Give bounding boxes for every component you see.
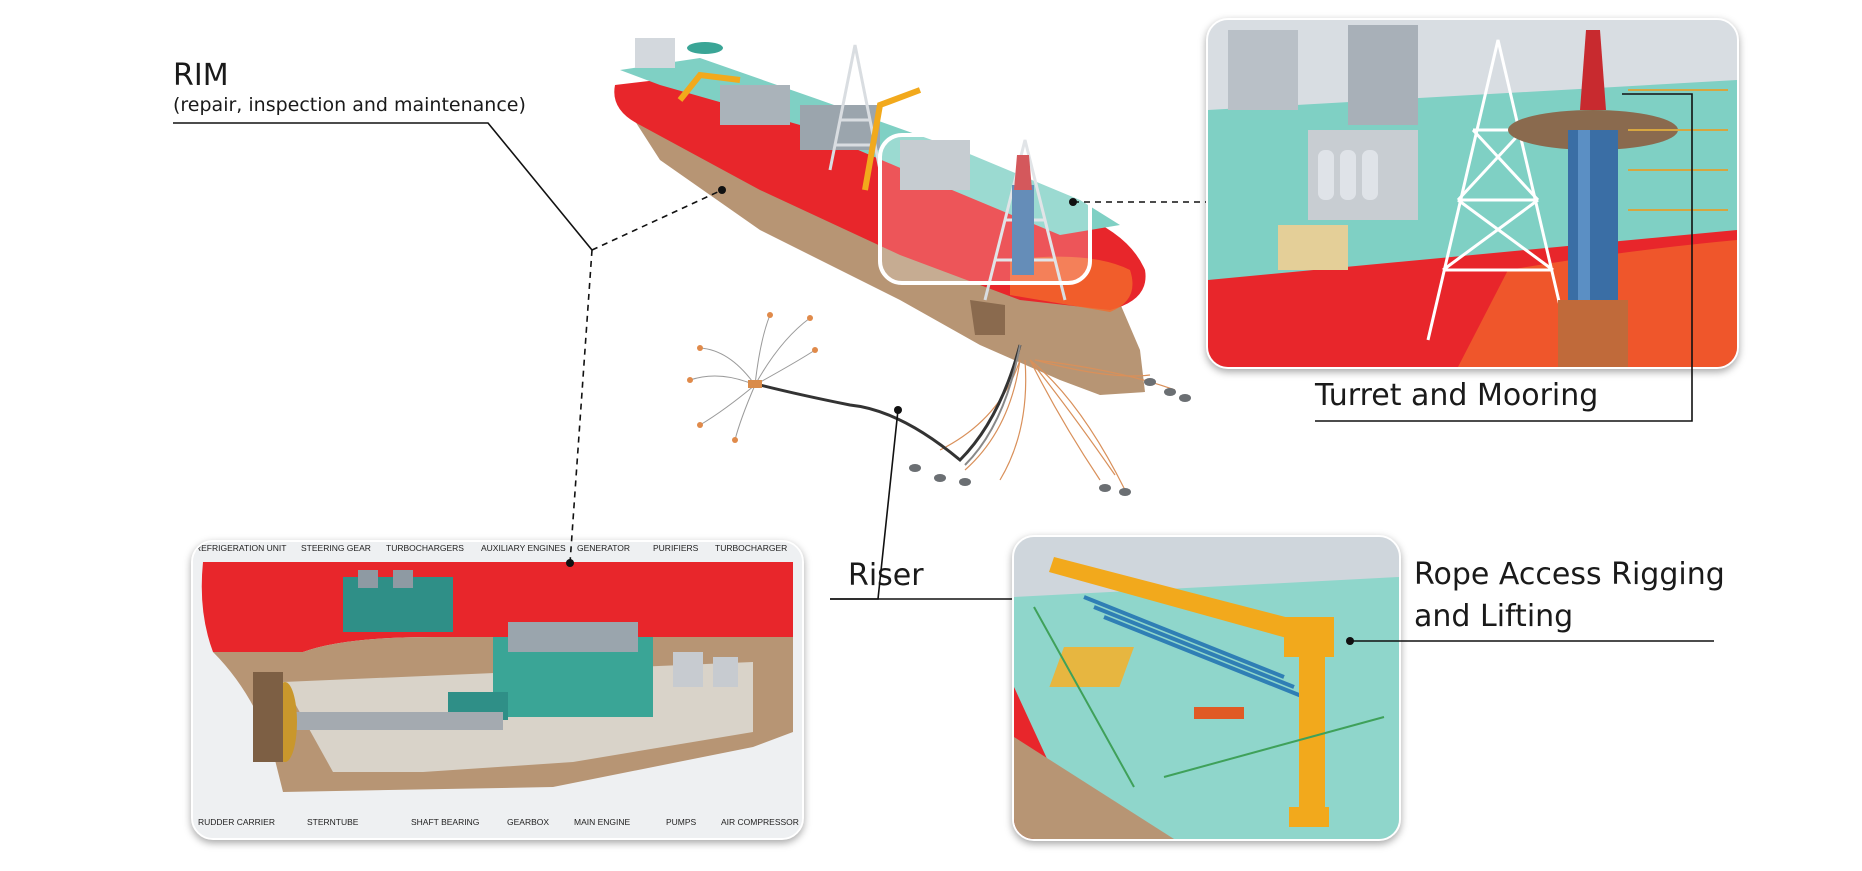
leader-dots: [566, 186, 1354, 645]
turret-detail-panel: [1206, 18, 1739, 369]
engine-label-air-compressor: AIR COMPRESSOR: [721, 817, 799, 827]
engine-label-turbochargers: TURBOCHARGERS: [386, 543, 464, 553]
engine-label-purifiers: PURIFIERS: [653, 543, 699, 553]
rope-access-label: Rope Access Rigging and Lifting: [1414, 554, 1734, 638]
engine-label-shaft-bearing: SHAFT BEARING: [411, 817, 480, 827]
fpso-ship: [614, 38, 1146, 395]
crane-illustration: [1014, 537, 1399, 839]
leader-lines: [173, 93, 1714, 642]
engine-label-main-engine: MAIN ENGINE: [574, 817, 631, 827]
manifold-nodes: [687, 312, 818, 443]
riser-label: Riser: [848, 558, 924, 593]
rim-subtitle: (repair, inspection and maintenance): [173, 94, 526, 116]
turret-illustration: [1208, 20, 1737, 367]
manifold-hub: [748, 380, 762, 388]
turret-mooring-label: Turret and Mooring: [1315, 378, 1599, 413]
engine-label-turbocharger: TURBOCHARGER: [715, 543, 788, 553]
subsea-manifold: [689, 314, 816, 441]
rope-access-panel: [1012, 535, 1401, 841]
engine-label-auxiliary-engines: AUXILIARY ENGINES: [481, 543, 566, 553]
riser-cable: [759, 344, 1022, 466]
rope-access-label-line1: Rope Access Rigging: [1414, 557, 1725, 592]
mooring-anchors: [909, 378, 1191, 496]
engine-label-gearbox: GEARBOX: [507, 817, 550, 827]
mooring-lines: [939, 359, 1176, 491]
engine-label-steering-gear: STEERING GEAR: [301, 543, 371, 553]
engine-label-refrigeration-unit: REFRIGERATION UNIT: [195, 543, 287, 553]
rope-access-label-line2: and Lifting: [1414, 599, 1574, 634]
engine-label-rudder-carrier: RUDDER CARRIER: [198, 817, 275, 827]
engine-room-illustration: [193, 542, 802, 838]
engine-label-pumps: PUMPS: [666, 817, 697, 827]
engine-room-panel: REFRIGERATION UNIT STEERING GEAR TURBOCH…: [191, 540, 804, 840]
engine-label-generator: GENERATOR: [577, 543, 631, 553]
engine-label-sterntube: STERNTUBE: [307, 817, 359, 827]
rim-title: RIM: [173, 58, 229, 93]
